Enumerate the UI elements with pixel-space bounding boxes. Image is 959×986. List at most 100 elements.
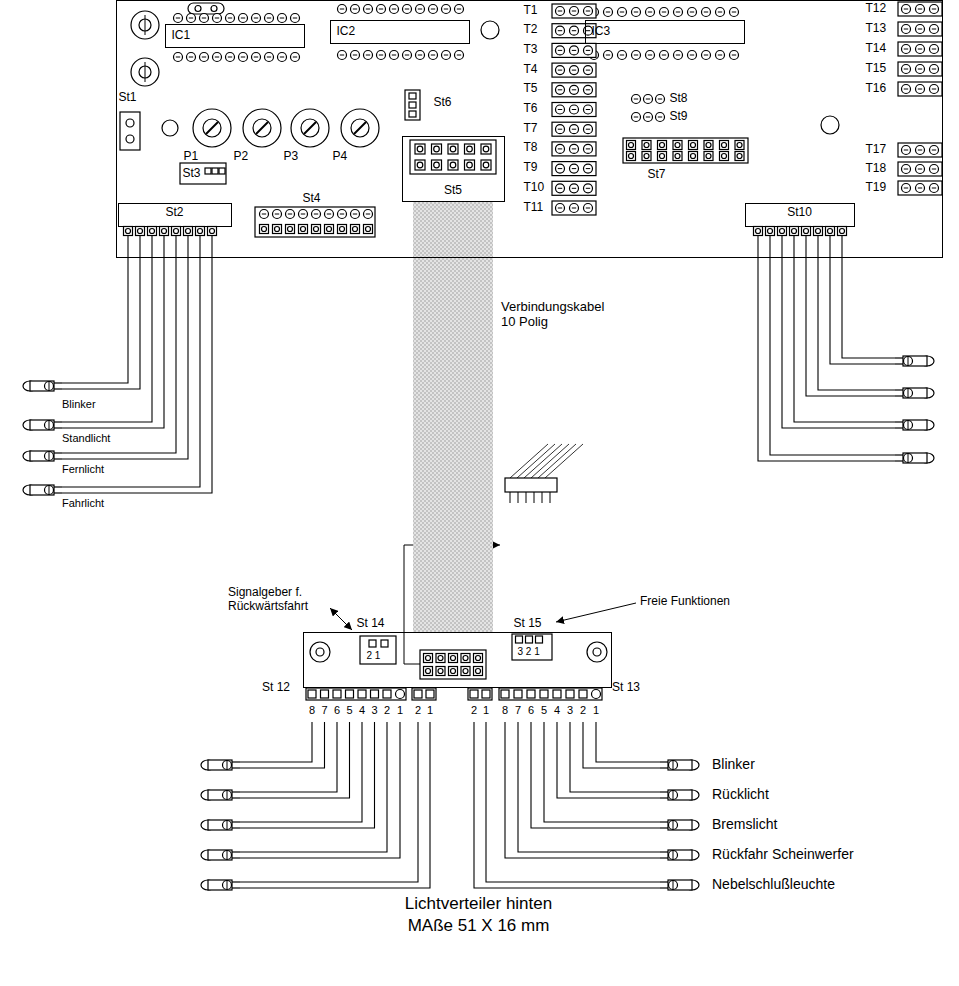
led-body bbox=[668, 790, 692, 800]
potentiometer-slot bbox=[304, 122, 316, 134]
connector-label: St 13 bbox=[612, 681, 640, 695]
potentiometer-knob bbox=[253, 119, 271, 137]
part-label: T10 bbox=[524, 181, 545, 195]
led-ring-mark bbox=[227, 821, 228, 830]
ribbon-wire bbox=[517, 444, 555, 478]
pin bbox=[916, 146, 925, 155]
ribbon-wire bbox=[524, 444, 562, 478]
wire bbox=[794, 236, 895, 422]
part-label: St5 bbox=[444, 184, 462, 198]
leader-arrow bbox=[330, 608, 352, 630]
pin-mark bbox=[293, 18, 297, 19]
jumper-block bbox=[552, 83, 596, 97]
pin bbox=[291, 14, 300, 23]
pin bbox=[442, 5, 451, 14]
pin-hole bbox=[126, 119, 134, 127]
led-ring-mark bbox=[49, 382, 50, 391]
circuit-board: St1St3P1P2P3P4St4St6T1T2T3T4T5T6T7T8T9T1… bbox=[116, 0, 943, 258]
jumper-block bbox=[552, 122, 596, 136]
led-ring-mark bbox=[49, 421, 50, 430]
pin-hole bbox=[815, 228, 820, 233]
pin-square bbox=[346, 690, 354, 698]
pin-mark bbox=[262, 214, 266, 215]
jumper-block bbox=[898, 42, 942, 56]
pin bbox=[570, 125, 579, 134]
pin-hole bbox=[450, 162, 456, 168]
pin-square bbox=[299, 225, 308, 234]
ribbon-cable bbox=[413, 202, 493, 633]
pin-hole bbox=[438, 668, 443, 673]
pin-number: 7 bbox=[515, 704, 521, 717]
leader-arrow bbox=[556, 603, 636, 622]
pin-hole bbox=[706, 153, 711, 158]
pin-hole bbox=[475, 668, 480, 673]
ic-chip: IC2 bbox=[330, 20, 470, 44]
caption: Lichtverteiler hinten MAße 51 X 16 mm bbox=[386, 893, 571, 937]
led-lead bbox=[895, 454, 903, 455]
part-label: T16 bbox=[866, 82, 887, 96]
pin bbox=[570, 144, 579, 153]
pin-mark bbox=[662, 55, 666, 56]
led-lead bbox=[232, 797, 240, 798]
lamp-label: Fahrlicht bbox=[62, 497, 104, 510]
pin bbox=[556, 204, 565, 213]
pin-mark bbox=[558, 168, 562, 169]
led-lead bbox=[895, 357, 903, 358]
pin bbox=[730, 8, 739, 17]
pin-mark bbox=[572, 148, 576, 149]
pin-hole bbox=[313, 226, 318, 231]
pin-mark bbox=[572, 109, 576, 110]
pin-mark bbox=[340, 9, 344, 10]
pin bbox=[930, 5, 939, 14]
pin-square bbox=[754, 227, 763, 236]
pin-mark bbox=[704, 55, 708, 56]
wire bbox=[486, 722, 660, 882]
pin bbox=[584, 85, 593, 94]
pin-hole bbox=[197, 228, 202, 233]
pin-mark bbox=[918, 169, 922, 170]
led-lead bbox=[660, 767, 668, 768]
pin-mark bbox=[405, 9, 409, 10]
led-body bbox=[30, 485, 54, 495]
pin bbox=[916, 45, 925, 54]
pin-mark bbox=[690, 55, 694, 56]
pin-mark bbox=[606, 12, 610, 13]
pin-square bbox=[409, 93, 416, 99]
connector-label: St 12 bbox=[262, 681, 290, 695]
pin-square bbox=[136, 227, 145, 236]
led-ring bbox=[669, 791, 678, 800]
pin-square bbox=[579, 690, 587, 698]
led-ring bbox=[223, 881, 232, 890]
potentiometer-knob bbox=[203, 119, 221, 137]
led-body bbox=[903, 453, 927, 463]
pin bbox=[312, 210, 321, 219]
pin-square bbox=[838, 227, 847, 236]
pin-hole bbox=[690, 142, 695, 147]
led-ring bbox=[669, 761, 678, 770]
wire bbox=[505, 722, 660, 858]
connector-st12 bbox=[306, 688, 406, 700]
pin-mark bbox=[558, 129, 562, 130]
led-lead bbox=[660, 881, 668, 882]
pin bbox=[556, 164, 565, 173]
pin-square bbox=[148, 227, 157, 236]
wire bbox=[474, 722, 660, 888]
pin bbox=[364, 5, 373, 14]
jumper-block bbox=[552, 103, 596, 117]
pin-hole bbox=[209, 228, 214, 233]
pin-number: 1 bbox=[593, 704, 599, 717]
led-body bbox=[30, 451, 54, 461]
pin-square bbox=[516, 636, 523, 643]
led-lead bbox=[895, 395, 903, 396]
led-lead bbox=[232, 827, 240, 828]
led-ring bbox=[223, 821, 232, 830]
trimmer-symbol bbox=[481, 21, 499, 39]
pin-mark bbox=[690, 12, 694, 13]
pin-number: 5 bbox=[346, 704, 352, 717]
pin-mark bbox=[662, 12, 666, 13]
ribbon-wire bbox=[538, 444, 576, 478]
led-lead bbox=[54, 421, 62, 422]
pin bbox=[902, 165, 911, 174]
pin-mark bbox=[586, 89, 590, 90]
